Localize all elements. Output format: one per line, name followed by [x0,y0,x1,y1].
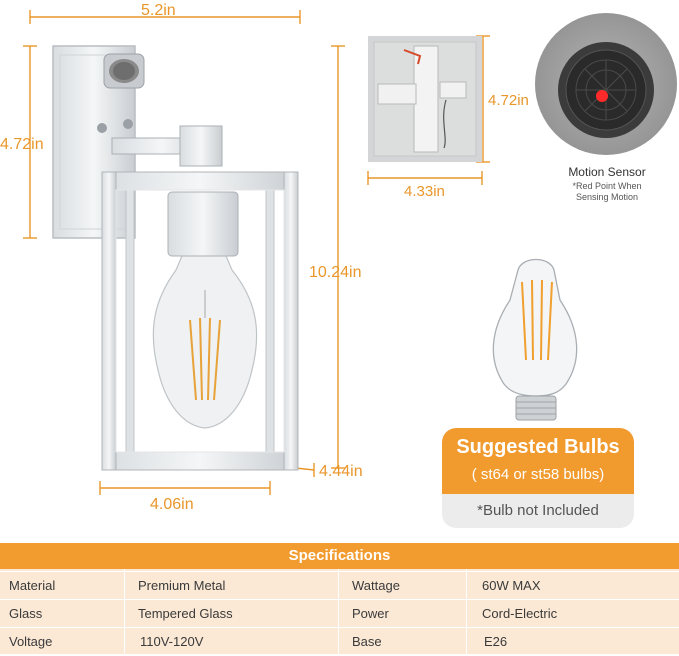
dimension-plate-width: 4.33in [404,183,445,200]
table-row: Material Premium Metal Wattage 60W MAX [0,571,679,600]
table-divider [338,569,339,654]
sensor-note-line1: *Red Point When [572,181,642,191]
lantern-frame [101,171,299,471]
suggested-bulb-image [492,258,578,421]
table-row: Voltage 110V-120V Base E26 [0,627,679,656]
dimension-width-top: 5.2in [141,2,176,19]
dimension-height-total: 10.24in [309,264,362,281]
suggested-bulbs-banner [442,428,634,494]
sensor-note-line2: Sensing Motion [575,192,639,202]
motion-sensor-icon [103,53,145,89]
suggested-bulbs-subtitle: ( st64 or st58 bulbs) [471,466,605,483]
table-divider [466,569,467,654]
spec-value: Tempered Glass [138,606,233,621]
motion-sensor-closeup [535,13,677,155]
suggested-bulbs-title: Suggested Bulbs [456,436,620,458]
sensor-title: Motion Sensor [568,165,646,179]
spec-key: Wattage [352,578,400,593]
screw-icon [97,123,107,133]
dimension-depth: 4.44in [319,463,363,480]
table-row: Glass Tempered Glass Power Cord-Electric [0,599,679,628]
spec-key: Voltage [9,634,53,649]
lantern-bulb [152,255,258,429]
specifications-body [0,569,679,654]
bulb-socket [167,191,239,257]
specifications-table: Specifications Material Premium Metal Wa… [0,543,679,654]
red-indicator-icon [596,90,608,102]
spec-value: Premium Metal [138,578,226,593]
spec-key: Base [352,634,382,649]
product-diagram [23,10,677,495]
spec-value: Cord-Electric [482,606,558,621]
spec-key: Material [9,578,56,593]
mounting-plate [368,36,482,162]
table-divider [124,569,125,654]
spec-value: 110V-120V [140,634,204,649]
spec-key: Power [352,606,389,621]
dimension-plate-height: 4.72in [488,92,529,109]
screw-icon [123,119,133,129]
suggested-bulbs-box: Suggested Bulbs ( st64 or st58 bulbs) *B… [442,428,634,528]
dimension-height-back: 4.72in [0,136,44,153]
bulb-not-included-note: *Bulb not Included [477,502,599,519]
spec-value: E26 [484,634,508,649]
spec-key: Glass [9,606,43,621]
spec-value: 60W MAX [482,578,541,593]
specifications-header: Specifications [0,543,679,569]
dimension-width-bottom: 4.06in [150,496,194,513]
arm-block [179,125,223,167]
